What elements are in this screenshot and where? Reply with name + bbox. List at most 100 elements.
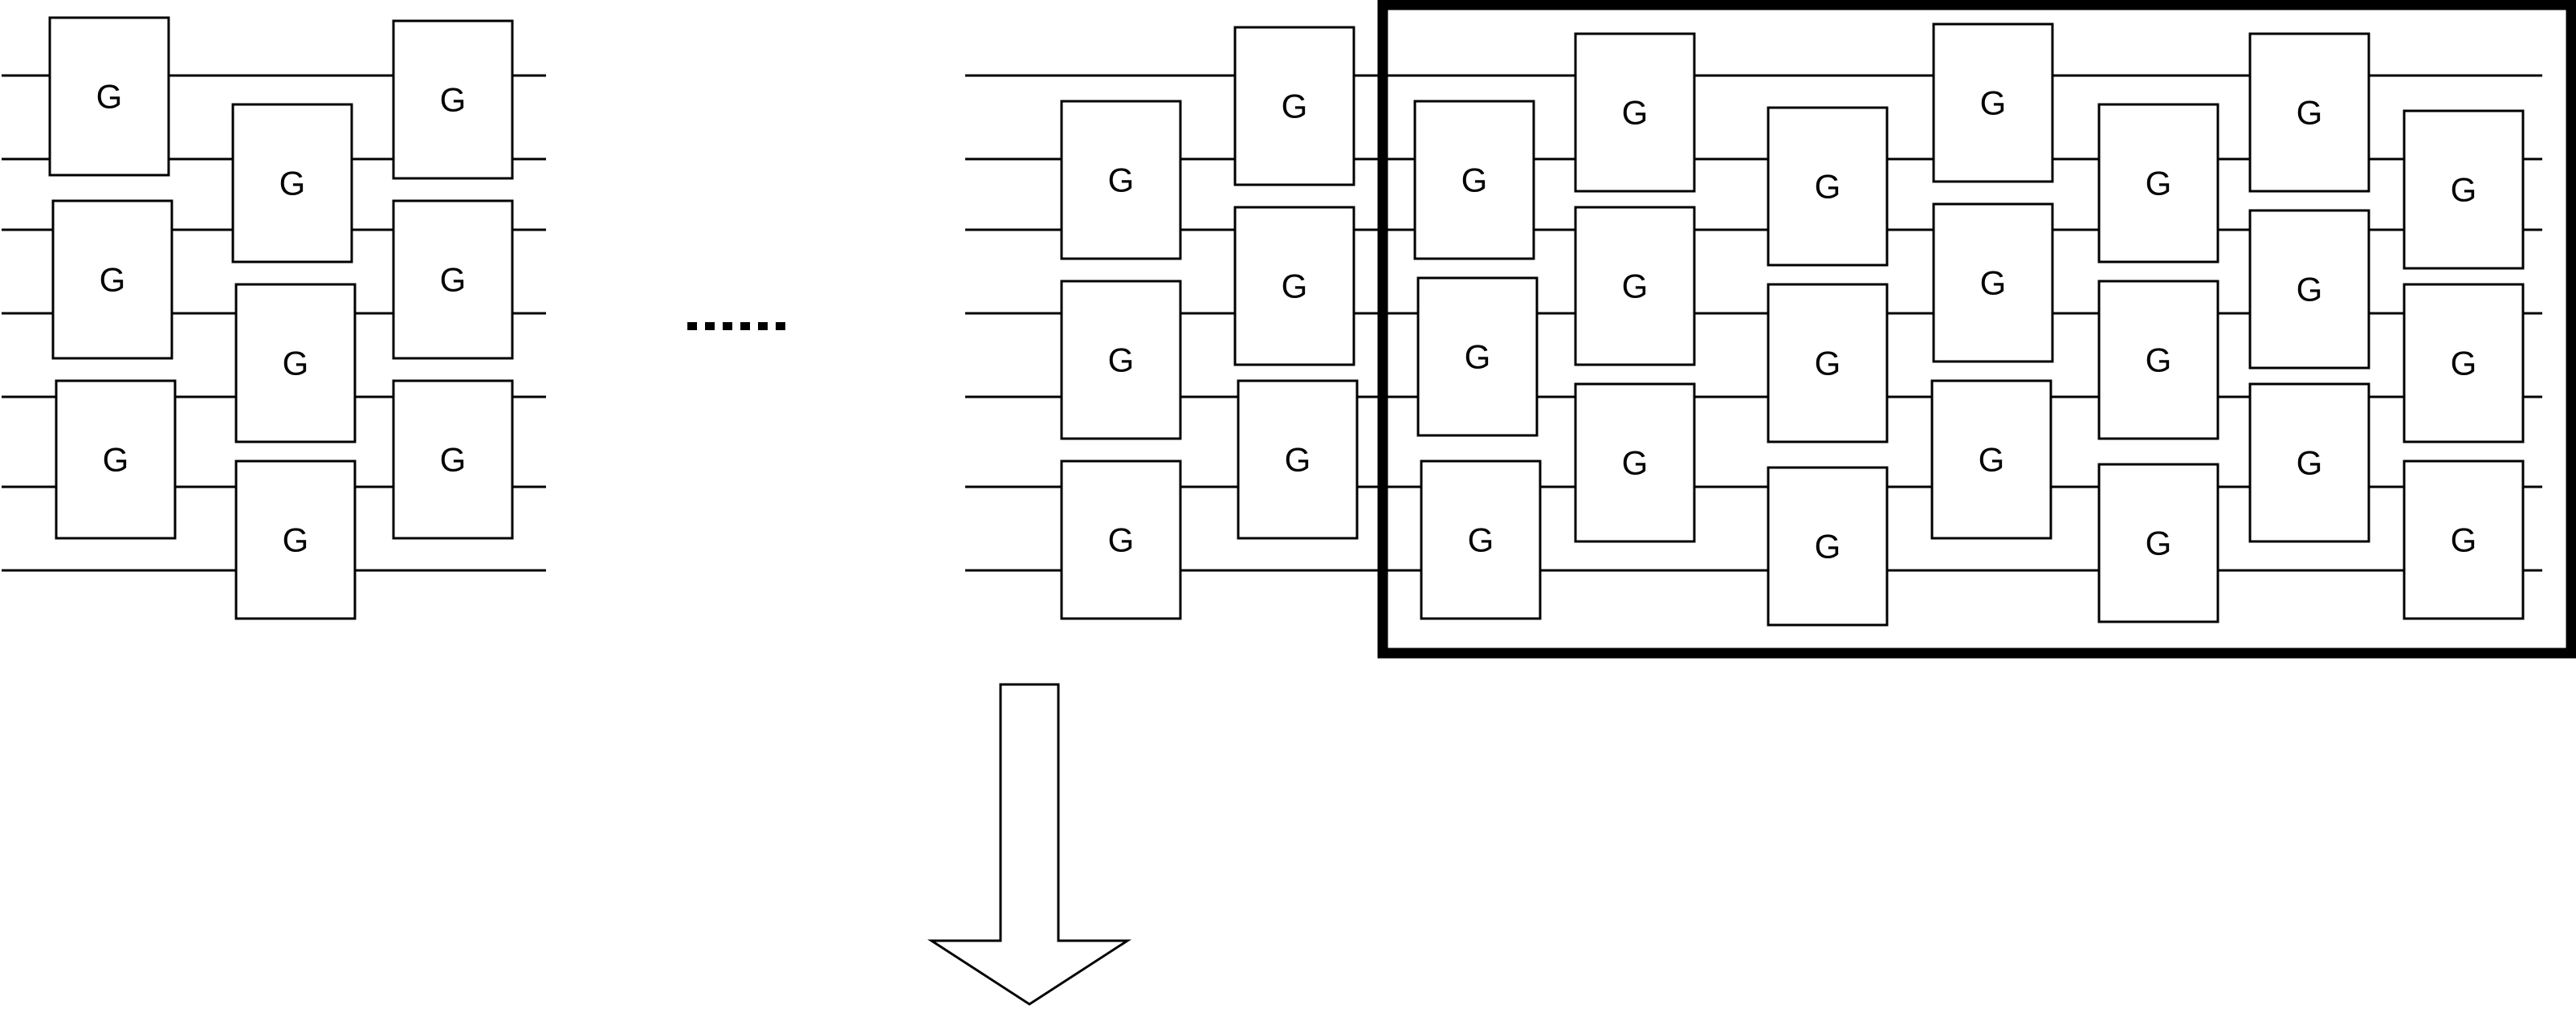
right-gate: G xyxy=(1060,460,1182,620)
gate-box xyxy=(392,379,514,540)
gate-label: G xyxy=(2146,165,2172,202)
left-gate: G xyxy=(231,103,353,263)
gate-label: G xyxy=(1108,521,1135,559)
gate-box xyxy=(1932,22,2054,183)
right-gate: G xyxy=(1420,460,1542,620)
arrow-down-icon xyxy=(927,683,1132,1006)
highlight-frame xyxy=(1377,0,2576,659)
gate-label: G xyxy=(1980,264,2007,302)
ellipsis-dots xyxy=(687,322,785,330)
right-gate: G xyxy=(1574,206,1696,366)
right-gate: G xyxy=(1237,379,1359,540)
left-gate: G xyxy=(234,283,357,443)
left-gate: G xyxy=(51,199,173,360)
gate-box xyxy=(2403,109,2525,270)
ellipsis-dot xyxy=(776,322,785,330)
gate-label: G xyxy=(1980,84,2007,122)
gate-box xyxy=(1233,26,1355,186)
gate-box xyxy=(1767,283,1889,443)
right-gate: G xyxy=(2248,32,2370,193)
gate-box xyxy=(1060,100,1182,260)
gate-label: G xyxy=(1622,444,1649,482)
gate-label: G xyxy=(440,441,467,479)
gate-box xyxy=(2403,283,2525,443)
left-gate: G xyxy=(392,379,514,540)
gate-box xyxy=(2097,280,2219,440)
left-gate: G xyxy=(48,16,170,177)
left-gate: G xyxy=(55,379,177,540)
gate-box xyxy=(2097,463,2219,623)
right-gate: G xyxy=(2248,382,2370,543)
ellipsis-dot xyxy=(705,322,715,330)
gate-label: G xyxy=(2297,94,2323,132)
gate-box xyxy=(2248,32,2370,193)
gate-label: G xyxy=(2297,444,2323,482)
right-gate: G xyxy=(1767,466,1889,627)
gate-box xyxy=(1932,202,2054,363)
gate-box xyxy=(2248,382,2370,543)
ellipsis-dot xyxy=(740,322,750,330)
right-gate: G xyxy=(1060,100,1182,260)
gate-label: G xyxy=(1461,161,1488,199)
gate-box xyxy=(1574,382,1696,543)
gate-label: G xyxy=(2451,345,2477,382)
ellipsis-dot xyxy=(687,322,697,330)
left-gate: G xyxy=(234,460,357,620)
gate-label: G xyxy=(1108,161,1135,199)
right-gate: G xyxy=(2248,209,2370,370)
right-gate: G xyxy=(2097,103,2219,263)
gate-label: G xyxy=(100,261,126,299)
gate-label: G xyxy=(1465,338,1491,376)
gate-box xyxy=(1237,379,1359,540)
ellipsis-dot xyxy=(758,322,768,330)
gate-label: G xyxy=(1979,441,2005,479)
gate-label: G xyxy=(2297,271,2323,308)
gate-box xyxy=(2097,103,2219,263)
right-gate: G xyxy=(1413,100,1535,260)
gate-label: G xyxy=(1622,268,1649,305)
gate-label: G xyxy=(440,81,467,119)
ellipsis-dot xyxy=(723,322,732,330)
right-gate: G xyxy=(2097,463,2219,623)
gate-box xyxy=(51,199,173,360)
gate-box xyxy=(234,460,357,620)
right-gate: G xyxy=(1574,32,1696,193)
right-gate: G xyxy=(1416,276,1539,437)
gate-label: G xyxy=(1815,528,1841,566)
right-gate: G xyxy=(2097,280,2219,440)
gate-box xyxy=(392,19,514,180)
gate-label: G xyxy=(279,165,306,202)
gate-label: G xyxy=(2451,171,2477,209)
gate-box xyxy=(1060,460,1182,620)
gate-label: G xyxy=(1815,345,1841,382)
gate-label: G xyxy=(1108,341,1135,379)
gate-box xyxy=(1767,466,1889,627)
gate-label: G xyxy=(2146,525,2172,562)
gate-box xyxy=(48,16,170,177)
gate-label: G xyxy=(96,78,123,116)
gate-label: G xyxy=(1622,94,1649,132)
gate-box xyxy=(1574,206,1696,366)
gate-label: G xyxy=(1282,88,1308,125)
left-gate: G xyxy=(392,199,514,360)
right-gate: G xyxy=(1930,379,2052,540)
right-gate: G xyxy=(1932,202,2054,363)
gate-label: G xyxy=(2146,341,2172,379)
gate-box xyxy=(1930,379,2052,540)
right-gate: G xyxy=(1767,106,1889,267)
gate-box xyxy=(234,283,357,443)
gate-box xyxy=(55,379,177,540)
right-gate: G xyxy=(1574,382,1696,543)
gate-label: G xyxy=(1285,441,1311,479)
left-gate: G xyxy=(392,19,514,180)
right-gate: G xyxy=(1233,206,1355,366)
gate-label: G xyxy=(283,521,309,559)
gate-box xyxy=(1060,280,1182,440)
gate-box xyxy=(1233,206,1355,366)
gate-box xyxy=(231,103,353,263)
right-gate: G xyxy=(2403,283,2525,443)
gate-label: G xyxy=(1282,268,1308,305)
gate-label: G xyxy=(440,261,467,299)
gate-box xyxy=(2248,209,2370,370)
